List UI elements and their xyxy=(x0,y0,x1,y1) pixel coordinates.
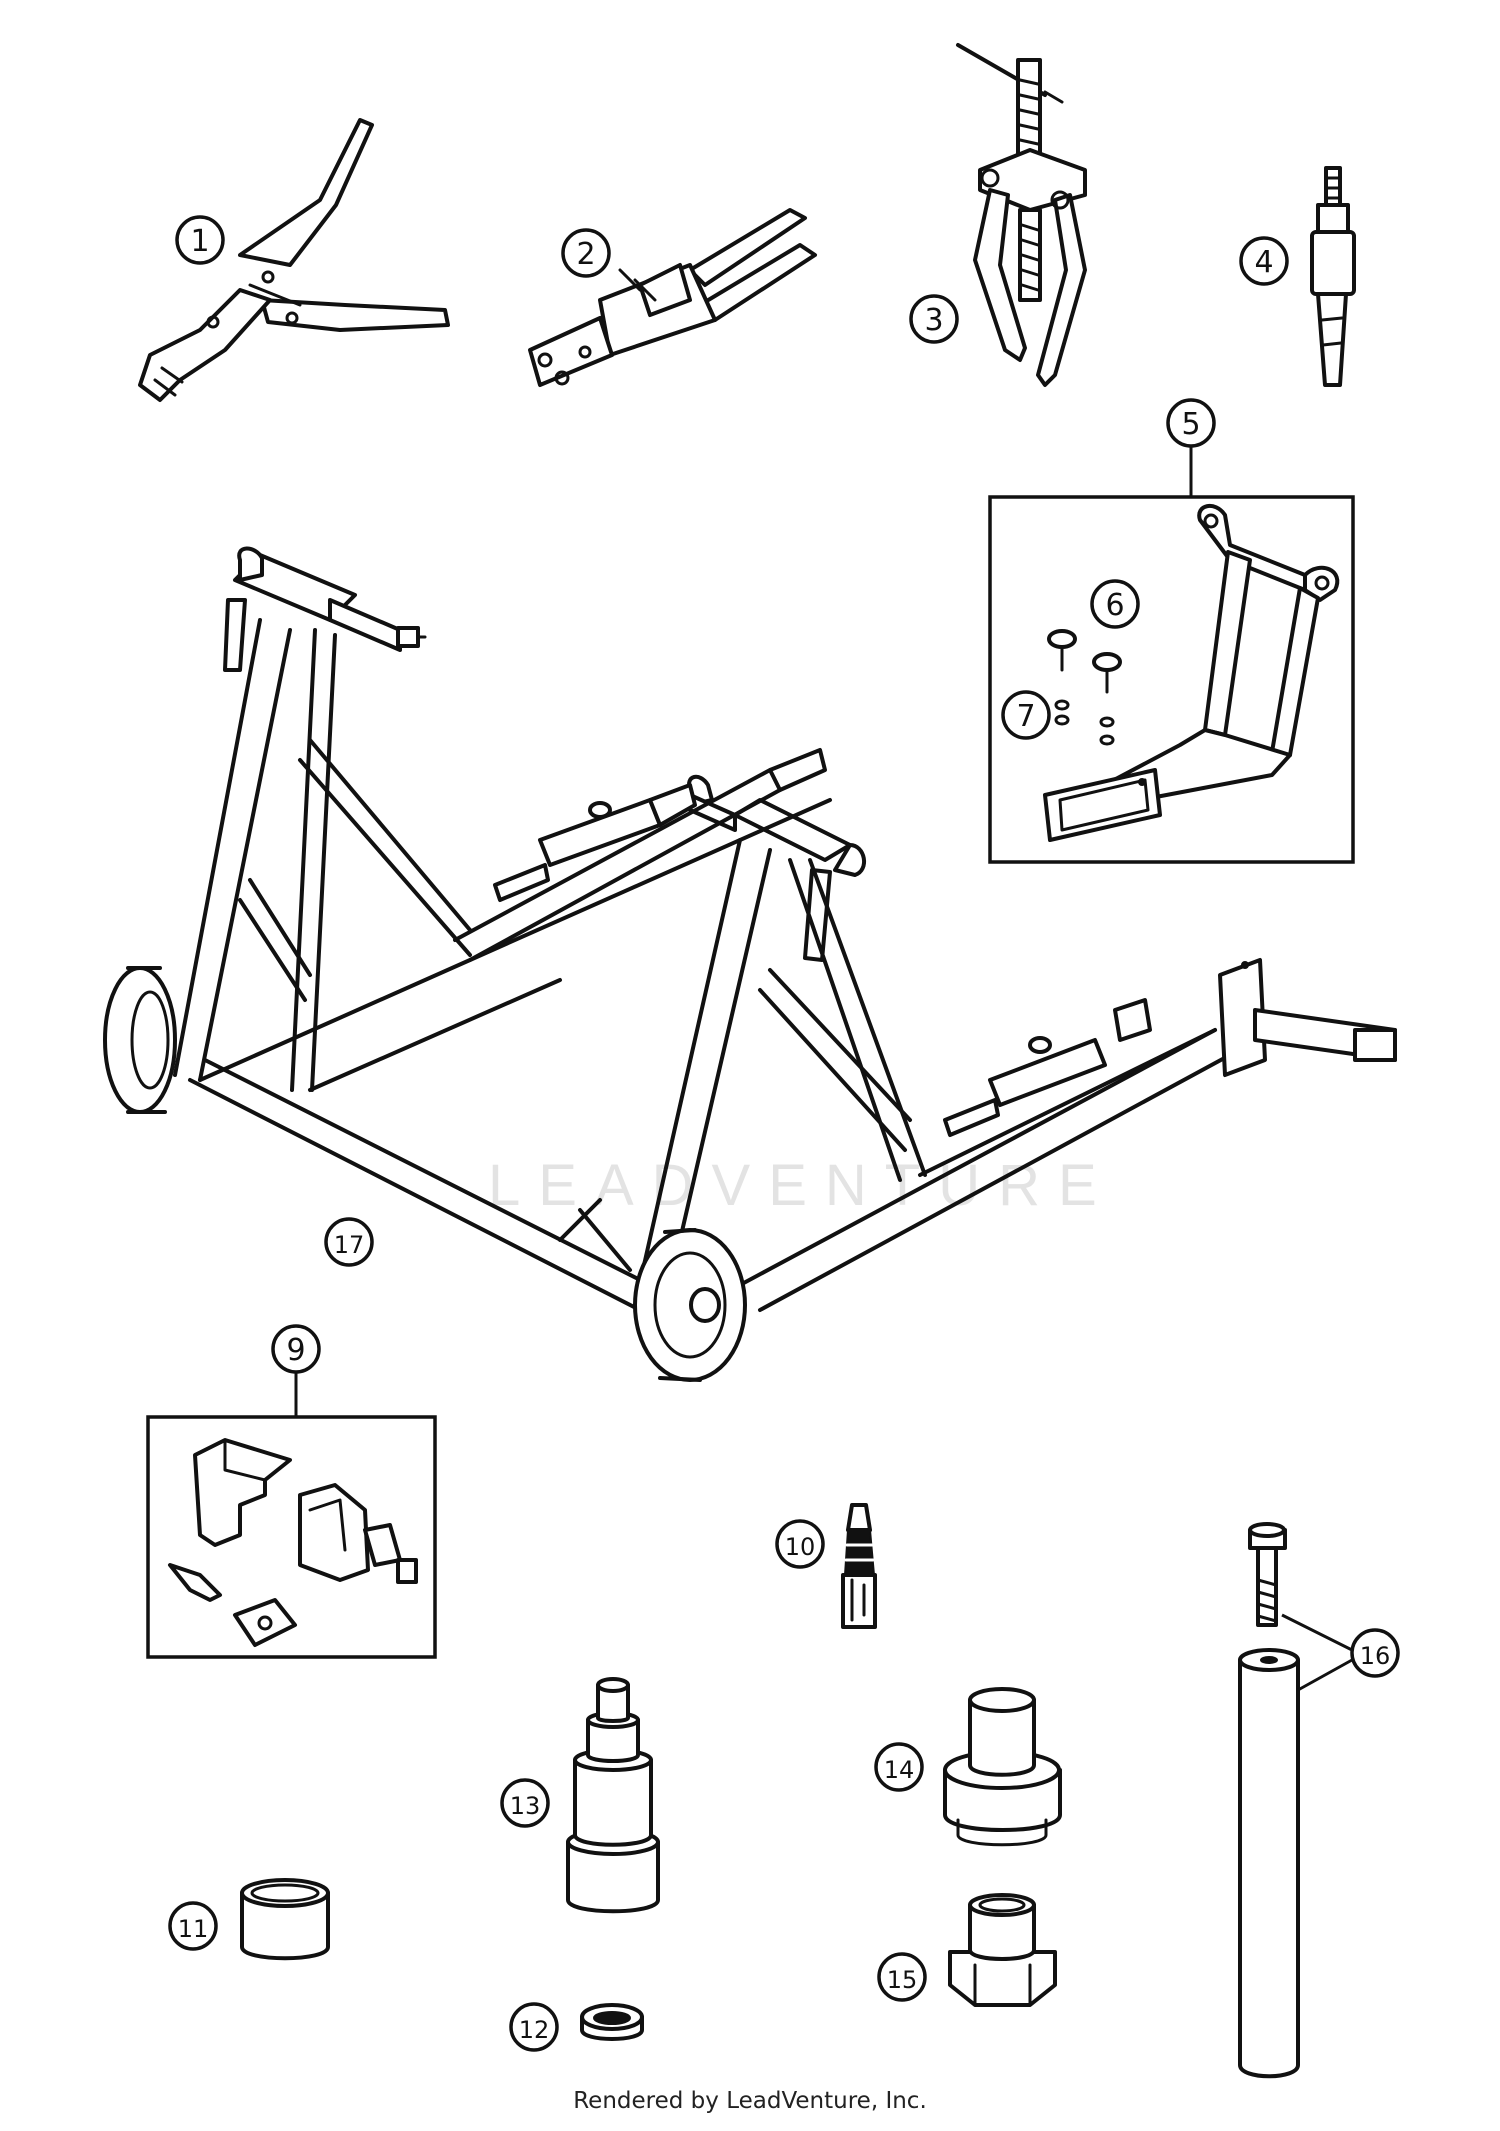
svg-text:13: 13 xyxy=(510,1792,541,1820)
part-14-bearing-driver[interactable] xyxy=(943,1687,1062,1847)
svg-text:12: 12 xyxy=(519,2016,550,2044)
part-13-stepped-drift[interactable] xyxy=(566,1677,660,1914)
callout-17: 17 xyxy=(324,1217,374,1267)
svg-text:1: 1 xyxy=(190,224,209,259)
part-7-washers[interactable] xyxy=(1054,699,1115,746)
callout-11: 11 xyxy=(168,1901,218,1951)
svg-text:17: 17 xyxy=(334,1231,365,1259)
part-10-loctite-tube[interactable] xyxy=(841,1503,877,1629)
part-3-puller[interactable] xyxy=(956,43,1087,387)
watermark: LEADVENTURE xyxy=(488,1153,1115,1218)
svg-text:4: 4 xyxy=(1254,245,1273,280)
svg-text:16: 16 xyxy=(1360,1642,1391,1670)
callout-14: 14 xyxy=(874,1742,924,1792)
callout-10: 10 xyxy=(775,1519,825,1569)
svg-text:15: 15 xyxy=(887,1966,918,1994)
svg-text:9: 9 xyxy=(286,1333,305,1368)
part-15-socket[interactable] xyxy=(948,1893,1057,2007)
svg-text:3: 3 xyxy=(924,303,943,338)
svg-text:2: 2 xyxy=(576,237,595,272)
callout-2: 2 xyxy=(561,228,611,278)
callout-5: 5 xyxy=(1166,398,1216,448)
part-1-pliers[interactable] xyxy=(138,118,450,402)
svg-text:7: 7 xyxy=(1016,699,1035,734)
callout-1: 1 xyxy=(175,215,225,265)
svg-text:14: 14 xyxy=(884,1756,915,1784)
callout-12: 12 xyxy=(509,2002,559,2052)
part-17-work-stand[interactable] xyxy=(103,546,1397,1382)
part-5-engine-bracket-box[interactable] xyxy=(988,446,1355,864)
callout-4: 4 xyxy=(1239,236,1289,286)
part-6-bolts[interactable] xyxy=(1047,629,1122,694)
callout-7: 7 xyxy=(1001,690,1051,740)
part-4-slide-hammer[interactable] xyxy=(1310,166,1356,387)
callout-15: 15 xyxy=(877,1952,927,2002)
svg-text:11: 11 xyxy=(178,1915,209,1943)
svg-text:5: 5 xyxy=(1181,407,1200,442)
callout-3: 3 xyxy=(909,294,959,344)
callout-16: 16 xyxy=(1350,1628,1400,1678)
callout-6: 6 xyxy=(1090,579,1140,629)
callout-13: 13 xyxy=(500,1778,550,1828)
part-11-ring[interactable] xyxy=(240,1878,330,1961)
svg-text:6: 6 xyxy=(1105,588,1124,623)
part-2-hose-clamp-pliers[interactable] xyxy=(528,208,817,387)
part-9-chain-rivet-tool-box[interactable] xyxy=(146,1372,437,1659)
callout-9: 9 xyxy=(271,1324,321,1374)
footer-credit: Rendered by LeadVenture, Inc. xyxy=(573,2088,927,2114)
part-12-seal[interactable] xyxy=(580,2003,644,2041)
svg-text:10: 10 xyxy=(785,1533,816,1561)
part-16-drift-and-bolt[interactable] xyxy=(1238,1522,1353,2079)
